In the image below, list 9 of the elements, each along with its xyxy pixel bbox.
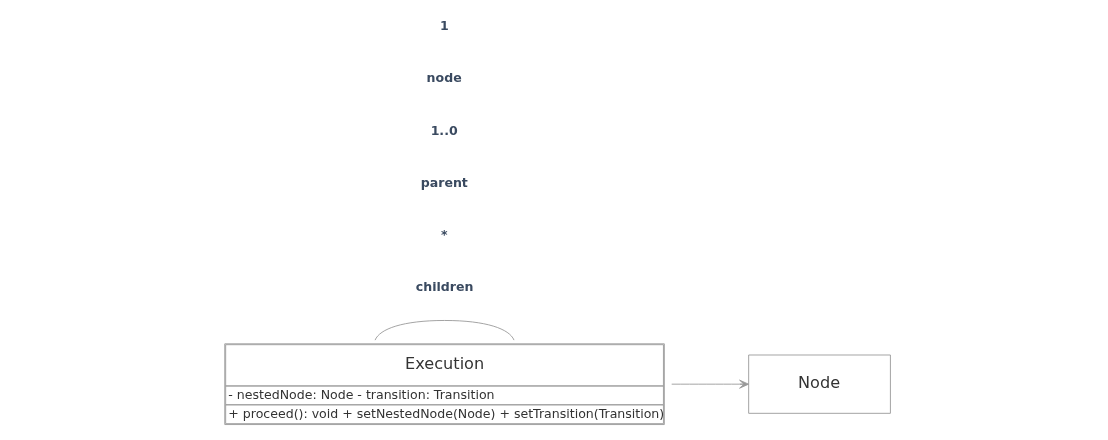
label: * <box>440 226 448 242</box>
arrow <box>671 379 749 389</box>
label: children <box>415 278 474 294</box>
label: parent <box>420 174 468 190</box>
label: 1..0 <box>430 122 458 138</box>
label: 1 <box>440 18 449 34</box>
node-box: Node <box>748 354 891 414</box>
label: node <box>426 70 462 86</box>
connector <box>374 320 515 341</box>
